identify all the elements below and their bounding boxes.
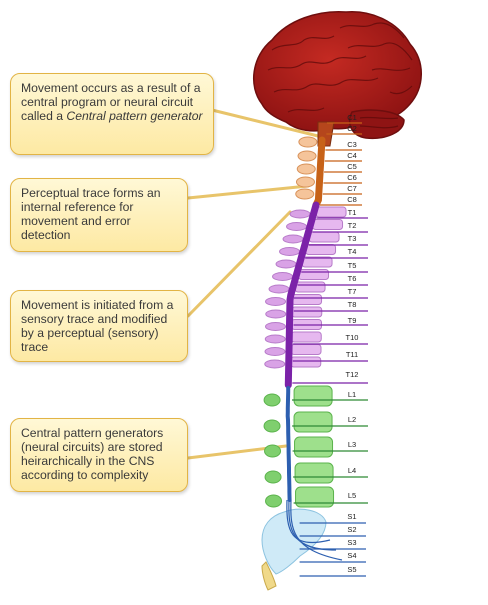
thoracic-vertebra [290, 356, 322, 368]
brain [253, 11, 422, 147]
level-label-c8: C8 [347, 195, 357, 204]
thoracic-process [272, 272, 294, 281]
sacral-nerve-fiber [286, 499, 331, 544]
spine-vertebrae [261, 136, 347, 591]
thoracic-vertebra [290, 344, 322, 355]
cervical-vertebra [298, 136, 318, 148]
callout-central-program-italic: Central pattern generator [66, 109, 203, 123]
thoracic-process [264, 334, 286, 344]
lumbar-process [265, 494, 283, 508]
cervical-vertebra [296, 163, 316, 175]
level-label-c7: C7 [347, 184, 357, 193]
pointer-line-1 [210, 108, 320, 138]
cervical-vertebra [297, 150, 317, 162]
level-label-t1: T1 [348, 208, 357, 217]
thoracic-vertebra [305, 244, 337, 255]
callout-central-program: Movement occurs as a result of a central… [10, 73, 214, 155]
level-label-l5: L5 [348, 491, 356, 500]
cervical-vertebra [295, 188, 315, 200]
level-lines [292, 122, 368, 577]
thoracic-process [264, 359, 286, 369]
sacral-nerve-fiber [290, 499, 343, 561]
brain-folds [267, 22, 413, 129]
thoracic-process [282, 234, 304, 244]
thoracic-process [264, 347, 286, 356]
lumbar-process [264, 470, 282, 484]
pointer-line-2 [186, 184, 310, 200]
level-label-t8: T8 [348, 300, 357, 309]
thoracic-process [275, 259, 297, 269]
thoracic-process [265, 322, 287, 331]
thoracic-process [265, 309, 287, 319]
thoracic-vertebra [308, 231, 340, 243]
thoracic-process [289, 209, 311, 219]
thoracic-vertebra [290, 331, 322, 343]
lumbar-process [264, 444, 282, 458]
spinal-cord-lumbar [285, 386, 292, 502]
level-label-t9: T9 [348, 316, 357, 325]
thoracic-process [268, 284, 290, 294]
level-label-c3: C3 [347, 140, 357, 149]
level-label-s2: S2 [347, 525, 356, 534]
brain-cerebrum [253, 11, 422, 132]
lumbar-vertebra [294, 462, 334, 484]
level-label-t6: T6 [348, 274, 357, 283]
callout-sensory-trace-text: Movement is initiated from a sensory tra… [21, 298, 174, 354]
level-label-t7: T7 [348, 287, 357, 296]
callout-pattern-generators-text: Central pattern generators (neural circu… [21, 426, 164, 482]
callout-pattern-generators: Central pattern generators (neural circu… [10, 418, 188, 492]
level-label-t3: T3 [348, 234, 357, 243]
lumbar-vertebra [294, 436, 334, 458]
thoracic-process [265, 297, 287, 306]
level-label-t2: T2 [348, 221, 357, 230]
callout-perceptual-trace-text: Perceptual trace forms an internal refer… [21, 186, 161, 242]
level-label-c1: C1 [347, 113, 357, 122]
level-label-l2: L2 [348, 415, 356, 424]
level-labels: C1C2C3C4C5C6C7C8T1T2T3T4T5T6T7T8T9T10T11… [346, 113, 359, 574]
level-label-t4: T4 [348, 247, 357, 256]
thoracic-vertebra [315, 206, 347, 218]
thoracic-process [286, 222, 308, 231]
level-label-s5: S5 [347, 565, 356, 574]
level-label-l1: L1 [348, 390, 356, 399]
spinal-cord-cervical [312, 136, 326, 209]
level-label-s3: S3 [347, 538, 356, 547]
level-label-s1: S1 [347, 512, 356, 521]
level-label-t5: T5 [348, 261, 357, 270]
thoracic-vertebra [291, 306, 323, 318]
level-label-t10: T10 [346, 333, 359, 342]
lumbar-process [263, 419, 281, 433]
lumbar-process [263, 393, 281, 407]
level-label-c4: C4 [347, 151, 357, 160]
thoracic-process [279, 247, 301, 256]
callout-perceptual-trace: Perceptual trace forms an internal refer… [10, 178, 188, 252]
spinal-cord-thoracic [284, 201, 320, 389]
coccyx [261, 561, 277, 591]
lumbar-vertebra [295, 486, 335, 508]
level-label-c5: C5 [347, 162, 357, 171]
thoracic-vertebra [294, 281, 326, 293]
level-label-t11: T11 [346, 350, 358, 359]
pointer-line-3 [186, 210, 292, 318]
level-label-s4: S4 [347, 551, 356, 560]
level-label-l4: L4 [348, 466, 356, 475]
callout-sensory-trace: Movement is initiated from a sensory tra… [10, 290, 188, 362]
level-label-c6: C6 [347, 173, 357, 182]
thoracic-vertebra [291, 294, 323, 305]
sacrum [261, 508, 327, 575]
lumbar-vertebra [293, 385, 333, 407]
callout-central-program-text: Movement occurs as a result of a central… [21, 81, 201, 123]
lumbar-vertebra [293, 411, 333, 433]
thoracic-vertebra [312, 219, 344, 230]
cervical-vertebra [295, 176, 315, 188]
thoracic-vertebra [298, 269, 330, 280]
level-label-c2: C2 [347, 124, 357, 133]
level-label-l3: L3 [348, 440, 356, 449]
level-label-t12: T12 [346, 370, 359, 379]
